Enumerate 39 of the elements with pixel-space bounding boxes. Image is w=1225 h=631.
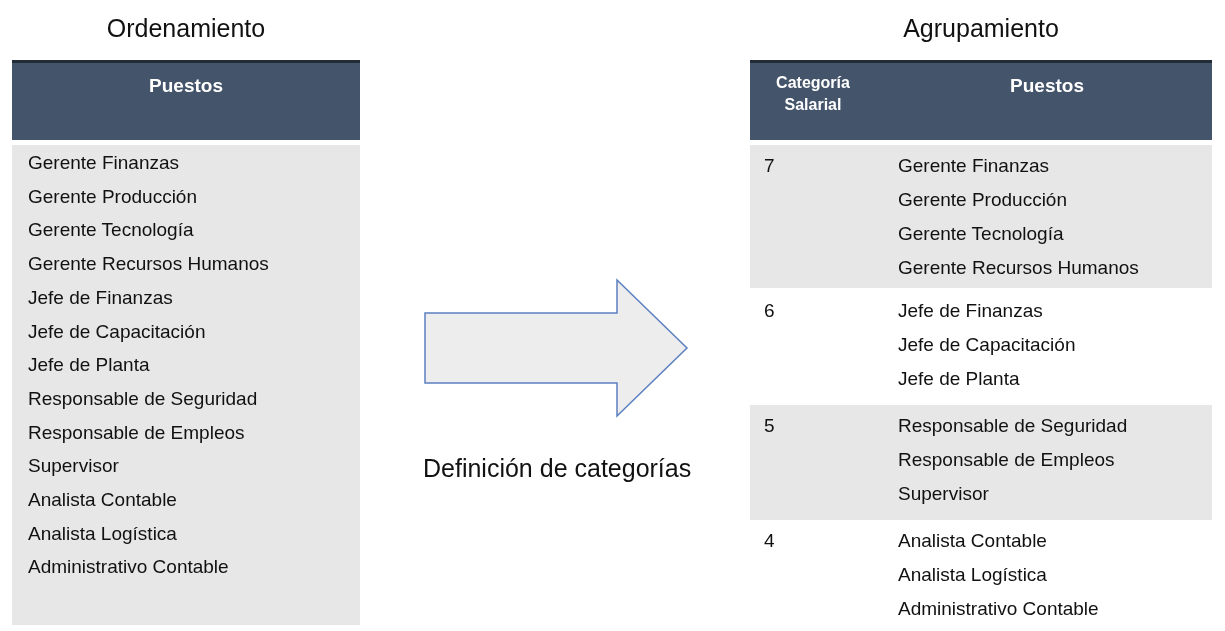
list-item: Jefe de Capacitación xyxy=(28,319,206,344)
table-title: Agrupamiento xyxy=(902,14,1060,43)
list-item: Responsable de Seguridad xyxy=(28,386,258,411)
list-item: Jefe de Finanzas xyxy=(28,285,173,310)
table-title: Ordenamiento xyxy=(105,14,267,43)
category-number: 6 xyxy=(764,299,775,323)
list-item: Gerente Producción xyxy=(898,188,1067,212)
list-item: Jefe de Planta xyxy=(28,353,150,378)
list-item: Analista Contable xyxy=(28,488,177,512)
list-item: Gerente Producción xyxy=(28,184,197,209)
list-item: Gerente Recursos Humanos xyxy=(28,252,269,277)
column-header: Categoría Salarial xyxy=(775,73,851,115)
table-row xyxy=(750,405,1212,520)
list-item: Gerente Finanzas xyxy=(28,151,180,175)
column-header: Puestos xyxy=(148,75,224,97)
list-item: Administrativo Contable xyxy=(28,555,229,580)
column-header: Puestos xyxy=(1009,75,1085,97)
list-item: Gerente Tecnología xyxy=(898,222,1064,246)
list-item: Analista Logística xyxy=(898,563,1047,587)
list-item: Jefe de Finanzas xyxy=(898,299,1043,323)
list-item: Supervisor xyxy=(28,454,119,479)
list-item: Responsable de Empleos xyxy=(28,420,245,445)
list-item: Analista Contable xyxy=(898,529,1047,553)
list-item: Jefe de Planta xyxy=(898,367,1020,391)
list-item: Jefe de Capacitación xyxy=(898,333,1076,357)
list-item: Gerente Finanzas xyxy=(898,154,1050,178)
list-item: Responsable de Empleos xyxy=(898,448,1115,472)
list-item: Responsable de Seguridad xyxy=(898,414,1128,438)
list-item: Analista Logística xyxy=(28,521,177,546)
list-item: Supervisor xyxy=(898,482,989,506)
list-item: Gerente Recursos Humanos xyxy=(898,256,1139,280)
edge-label: Definición de categorías xyxy=(422,453,693,484)
list-item: Gerente Tecnología xyxy=(28,218,194,243)
table-row xyxy=(750,145,1212,288)
category-number: 5 xyxy=(764,414,775,438)
block-arrow xyxy=(424,278,689,418)
list-item: Administrativo Contable xyxy=(898,597,1099,621)
category-number: 7 xyxy=(764,154,775,178)
category-number: 4 xyxy=(764,529,775,553)
